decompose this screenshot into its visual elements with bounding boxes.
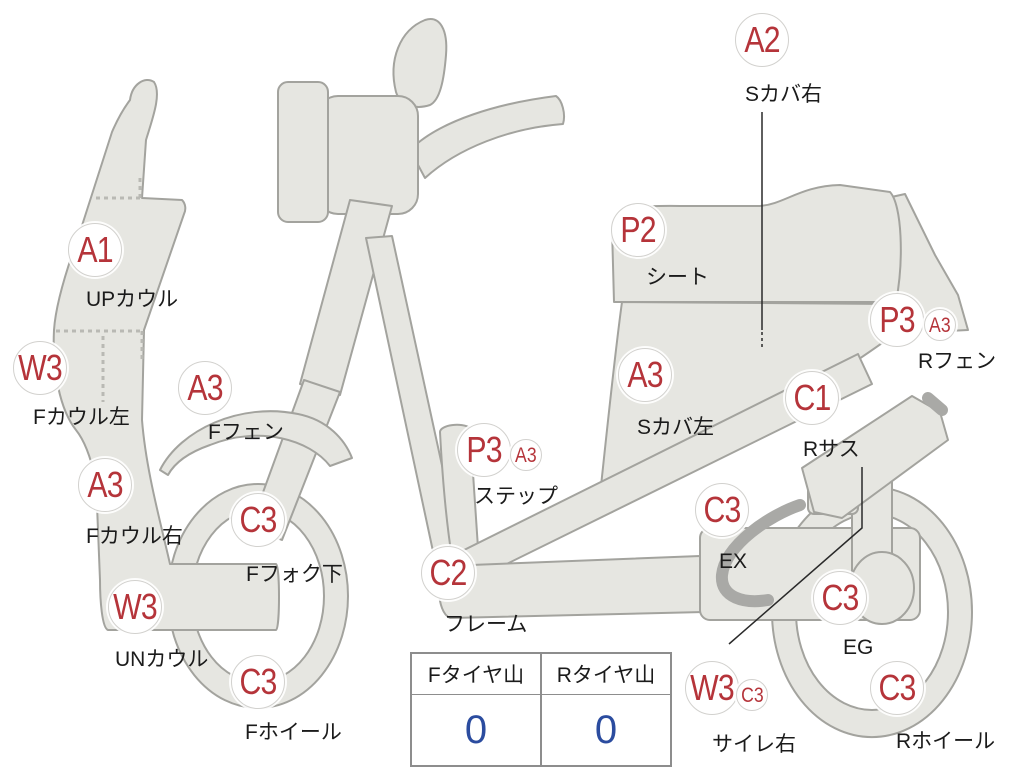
grade-badge-rear-suspension: C1 [785, 371, 839, 425]
cowl-seam-lines [56, 178, 144, 402]
frame-lower-bar-shape [437, 555, 705, 619]
part-label-rear-fender: Rフェン [918, 350, 997, 373]
front-tire-tread-header: Fタイヤ山 [427, 664, 525, 687]
exhaust-pipe-shape [715, 499, 806, 608]
grade-badge-step: P3 [457, 423, 511, 477]
grade-badge-upper-cowl: A1 [68, 223, 122, 277]
part-label-engine: EG [843, 636, 874, 659]
muffler-tip-shape [922, 392, 948, 416]
front-fender-shape [159, 410, 353, 476]
grade-badge-front-cowl-right: A3 [78, 458, 132, 512]
part-label-muffler-right: サイレ右 [712, 733, 796, 756]
tire-table-value-row: 0 0 [412, 695, 670, 765]
part-label-front-cowl-right: Fカウル右 [86, 525, 183, 548]
sub-grade-badge-muffler-right: C3 [736, 679, 768, 711]
grade-badge-exhaust: C3 [695, 483, 749, 537]
grade-badge-front-fender: A3 [178, 361, 232, 415]
part-label-frame: フレーム [444, 613, 528, 636]
grip-shape [277, 81, 329, 223]
grade-badge-seat: P2 [611, 203, 665, 257]
sub-grade-badge-rear-fender: A3 [924, 309, 956, 341]
grade-badge-rear-wheel: C3 [870, 661, 924, 715]
front-wheel-shape [166, 483, 350, 709]
part-label-rear-suspension: Rサス [803, 438, 860, 461]
grade-badge-front-wheel: C3 [231, 655, 285, 709]
part-label-front-fender: Fフェン [208, 421, 284, 444]
rear-tire-tread-header: Rタイヤ山 [540, 654, 670, 694]
part-label-side-cover-right: Sカバ右 [745, 83, 823, 106]
grade-badge-under-cowl: W3 [108, 580, 162, 634]
part-label-front-fork-lower: Fフォク下 [246, 563, 343, 586]
part-label-step: ステップ [474, 485, 558, 508]
tire-table-header-row: Fタイヤ山 Rタイヤ山 [412, 654, 670, 695]
grade-badge-front-fork-lower: C3 [231, 493, 285, 547]
mirror-shape [392, 18, 448, 108]
grade-badge-side-cover-right: A2 [735, 13, 789, 67]
part-label-front-cowl-left: Fカウル左 [33, 406, 130, 429]
grade-badge-muffler-right: W3 [685, 661, 739, 715]
grade-badge-rear-fender: P3 [870, 293, 924, 347]
part-label-seat: シート [646, 266, 709, 289]
front-tire-tread-value: 0 [464, 707, 488, 752]
grade-badge-front-cowl-left: W3 [13, 341, 67, 395]
part-label-rear-wheel: Rホイール [896, 730, 996, 753]
grade-badge-engine: C3 [813, 571, 867, 625]
muffler-right-leader [728, 467, 863, 645]
grade-badge-frame: C2 [421, 546, 475, 600]
part-label-side-cover-left: Sカバ左 [637, 416, 715, 439]
part-label-under-cowl: UNカウル [115, 648, 209, 671]
handlebar-shape [409, 95, 566, 179]
part-label-upper-cowl: UPカウル [86, 288, 179, 311]
tire-tread-table: Fタイヤ山 Rタイヤ山 0 0 [410, 652, 672, 767]
sub-grade-badge-step: A3 [510, 439, 542, 471]
muffler-shape [801, 395, 949, 519]
headlight-housing-shape [317, 95, 419, 215]
rear-tire-tread-value: 0 [540, 695, 670, 765]
grade-badge-side-cover-left: A3 [618, 348, 672, 402]
part-label-front-wheel: Fホイール [245, 721, 342, 744]
part-label-exhaust: EX [719, 550, 748, 573]
